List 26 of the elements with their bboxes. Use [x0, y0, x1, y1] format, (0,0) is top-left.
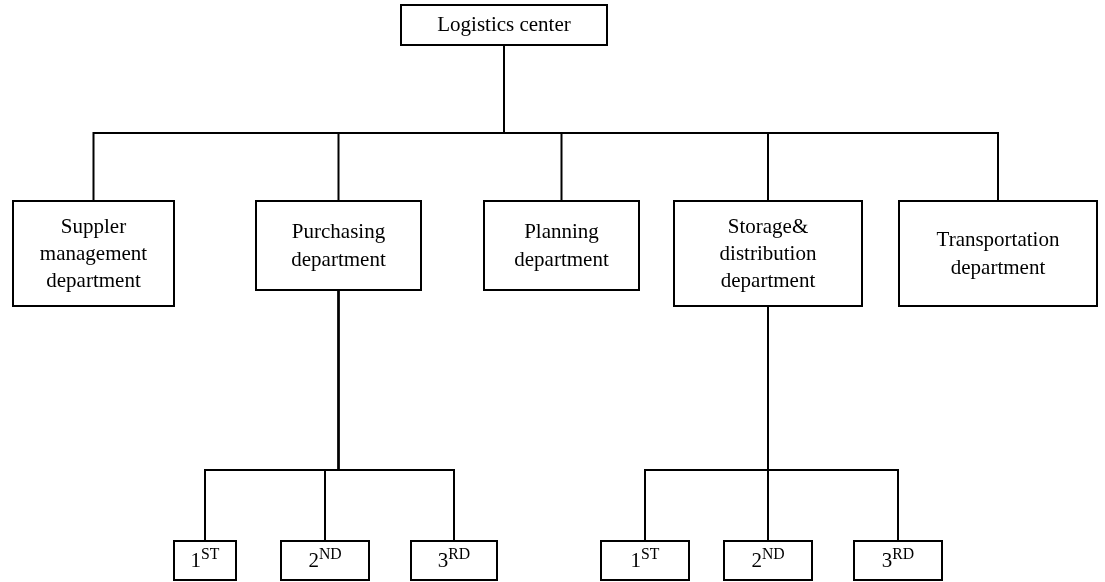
- connector-line: [337, 290, 455, 541]
- org-box: [280, 540, 370, 581]
- box-label: Logistics center: [437, 11, 571, 39]
- box-label: Suppler management department: [38, 212, 149, 295]
- org-box: [255, 200, 422, 291]
- org-box: [600, 540, 690, 581]
- org-box: [898, 200, 1098, 307]
- box-label: Storage& distribution department: [718, 212, 818, 295]
- box-label: 2$^{ND}$: [308, 546, 342, 574]
- box-label: 1$^{ST}$: [190, 546, 220, 574]
- box-label: 1$^{ST}$: [630, 546, 660, 574]
- box-label: Planning department: [513, 218, 610, 273]
- box-label: Transportation department: [935, 226, 1061, 281]
- org-box: [673, 200, 863, 307]
- org-box: [723, 540, 813, 581]
- org-box: [400, 4, 608, 46]
- org-box: [483, 200, 640, 291]
- box-label: 3$^{RD}$: [881, 546, 915, 574]
- box-label: Purchasing department: [290, 218, 387, 273]
- org-box: [853, 540, 943, 581]
- org-box: [12, 200, 175, 307]
- org-box: [173, 540, 237, 581]
- connector-line: [767, 306, 899, 541]
- box-label: 3$^{RD}$: [437, 546, 471, 574]
- box-label: 2$^{ND}$: [751, 546, 785, 574]
- org-box: [410, 540, 498, 581]
